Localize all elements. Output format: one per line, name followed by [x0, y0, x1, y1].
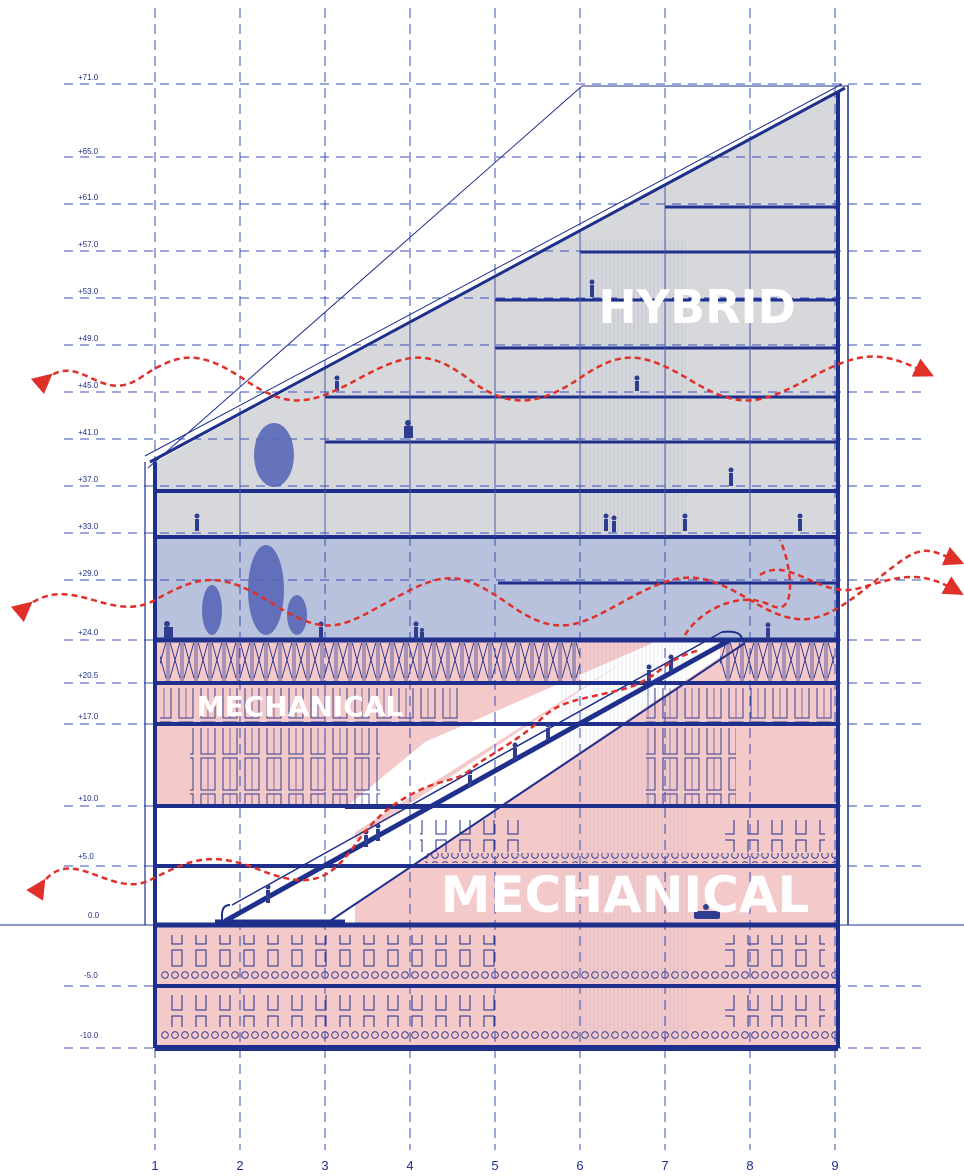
column-label: 3 — [321, 1158, 328, 1173]
level-label: +33.0 — [78, 522, 99, 531]
column-label: 7 — [661, 1158, 668, 1173]
level-label: +61.0 — [78, 193, 99, 202]
column-label: 2 — [236, 1158, 243, 1173]
column-label: 6 — [576, 1158, 583, 1173]
column-labels: 1 2 3 4 5 6 7 8 9 — [151, 1158, 838, 1173]
level-label: +65.0 — [78, 147, 99, 156]
mechanical-lower-label: MECHANICAL — [441, 866, 810, 924]
level-label: 0.0 — [88, 911, 100, 920]
level-labels: +71.0 +65.0 +61.0 +57.0 +53.0 +49.0 +45.… — [78, 73, 100, 1040]
column-label: 5 — [491, 1158, 498, 1173]
column-label: 1 — [151, 1158, 158, 1173]
level-label: -10.0 — [80, 1031, 99, 1040]
level-label: +20.5 — [78, 671, 99, 680]
level-label: -5.0 — [84, 971, 98, 980]
mechanical-upper-label: MECHANICAL — [197, 690, 404, 723]
level-label: +37.0 — [78, 475, 99, 484]
hybrid-label: HYBRID — [598, 280, 796, 334]
column-label: 8 — [746, 1158, 753, 1173]
level-label: +29.0 — [78, 569, 99, 578]
level-label: +57.0 — [78, 240, 99, 249]
building-structure — [144, 83, 849, 1051]
level-label: +45.0 — [78, 381, 99, 390]
level-label: +10.0 — [78, 794, 99, 803]
level-label: +5.0 — [78, 852, 94, 861]
people-figures — [164, 279, 803, 919]
level-label: +24.0 — [78, 628, 99, 637]
level-label: +41.0 — [78, 428, 99, 437]
airflow-arrows — [10, 355, 964, 901]
column-label: 4 — [406, 1158, 413, 1173]
level-label: +71.0 — [78, 73, 99, 82]
level-label: +49.0 — [78, 334, 99, 343]
column-label: 9 — [831, 1158, 838, 1173]
level-label: +53.0 — [78, 287, 99, 296]
level-label: +17.0 — [78, 712, 99, 721]
